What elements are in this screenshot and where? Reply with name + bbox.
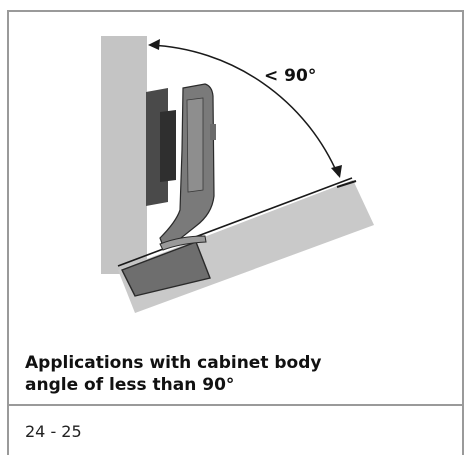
hinge-cup-link [159, 235, 207, 251]
angle-reference-tick [336, 180, 357, 188]
divider-line [7, 404, 464, 406]
arc-arrowhead-start [148, 39, 160, 50]
cabinet-side-panel [101, 36, 147, 274]
figure-card [7, 10, 464, 455]
angle-arc [149, 44, 339, 176]
hinge-plate-detail [160, 110, 176, 182]
door-edge-line [117, 177, 353, 267]
hinge-adjust-screw [210, 124, 216, 140]
figure-caption: Applications with cabinet body angle of … [25, 353, 322, 395]
hinge-cup [121, 241, 211, 297]
angle-label: < 90° [264, 66, 316, 86]
page-reference: 24 - 25 [25, 422, 82, 441]
hinge-arm-face [186, 97, 204, 193]
arc-arrowhead-end [331, 165, 342, 178]
